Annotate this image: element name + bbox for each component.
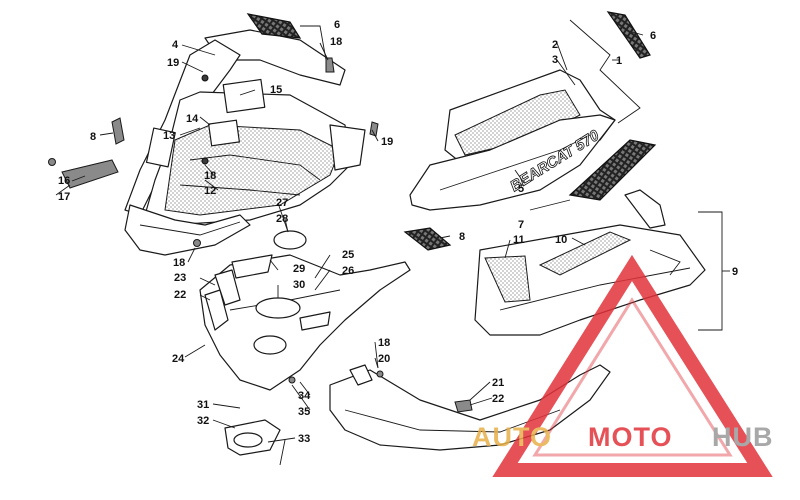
callout-24: 24	[172, 353, 185, 365]
callout-6b: 6	[650, 30, 656, 42]
callout-1: 1	[616, 55, 622, 67]
watermark-hub: HUB	[712, 422, 774, 452]
mid-belly-assembly	[199, 230, 411, 466]
callout-19b: 19	[381, 136, 393, 148]
callout-18d: 18	[378, 337, 390, 349]
callout-31: 31	[197, 399, 209, 411]
callout-18b: 18	[204, 170, 216, 182]
callout-13: 13	[163, 130, 175, 142]
callout-14: 14	[186, 113, 199, 125]
callout-33: 33	[298, 433, 310, 445]
callout-19a: 19	[167, 57, 179, 69]
callout-2: 2	[552, 39, 558, 51]
side-vent-8	[403, 227, 452, 251]
callout-27: 27	[276, 197, 288, 209]
callout-15: 15	[270, 84, 282, 96]
callout-28: 28	[276, 213, 288, 225]
leader-lines	[55, 19, 730, 443]
callout-labels: 1 2 3 4 5 6 6 7 8 8 9 10 11 12 13 14 15 …	[58, 19, 738, 445]
callout-5: 5	[518, 183, 524, 195]
watermark-auto: AUTO	[472, 422, 552, 452]
callout-30: 30	[293, 279, 305, 291]
callout-8b: 8	[459, 231, 465, 243]
callout-32: 32	[197, 415, 209, 427]
callout-17: 17	[58, 191, 70, 203]
callout-22b: 22	[492, 393, 504, 405]
callout-18c: 18	[173, 257, 185, 269]
callout-4: 4	[172, 39, 179, 51]
callout-8a: 8	[90, 131, 96, 143]
callout-35: 35	[298, 406, 310, 418]
callout-18a: 18	[330, 36, 342, 48]
side-panel-assembly: BEARCAT 570	[403, 11, 657, 251]
hood-assembly	[48, 13, 379, 256]
watermark-triangle	[492, 254, 773, 477]
watermark-moto: MOTO	[588, 422, 673, 452]
front-belly-pan	[329, 364, 611, 451]
callout-21: 21	[492, 377, 504, 389]
callout-34: 34	[298, 390, 311, 402]
callout-3: 3	[552, 54, 558, 66]
callout-16: 16	[58, 175, 70, 187]
callout-20: 20	[378, 353, 390, 365]
callout-26: 26	[342, 265, 354, 277]
watermark: AUTO MOTO HUB	[472, 254, 774, 477]
callout-12: 12	[204, 185, 216, 197]
callout-10: 10	[555, 234, 567, 246]
belly-side-assembly	[474, 189, 706, 336]
callout-23: 23	[174, 272, 186, 284]
callout-11: 11	[513, 234, 525, 246]
callout-25: 25	[342, 249, 354, 261]
side-vent-mesh	[606, 11, 651, 59]
callout-7: 7	[518, 219, 524, 231]
callout-6a: 6	[334, 19, 340, 31]
side-grille-mesh	[568, 139, 657, 201]
callout-9: 9	[732, 266, 738, 278]
callout-22a: 22	[174, 289, 186, 301]
callout-29: 29	[293, 263, 305, 275]
